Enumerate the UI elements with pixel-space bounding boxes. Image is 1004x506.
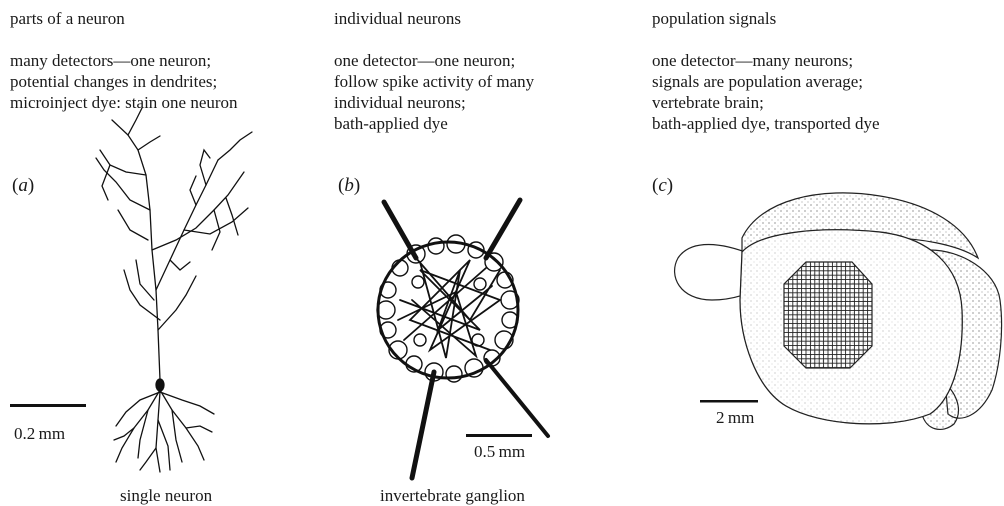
scale-label-c: 2 mm <box>716 408 754 428</box>
scale-bar-c <box>700 400 762 404</box>
